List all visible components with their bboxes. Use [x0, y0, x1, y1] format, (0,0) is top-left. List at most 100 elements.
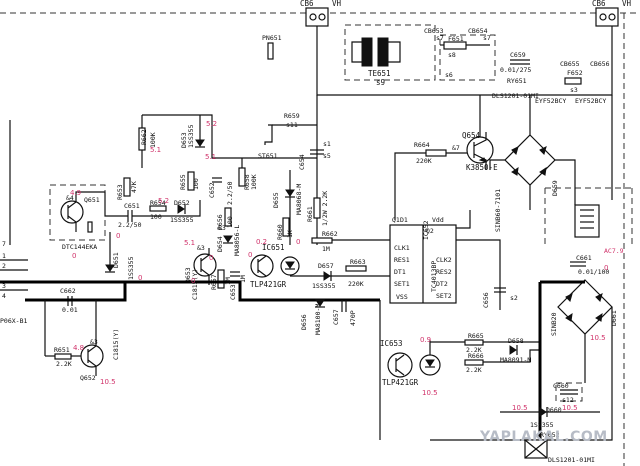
voltage-v0g: 0 [138, 274, 142, 282]
d653-part: 1SS355 [187, 124, 195, 148]
ic653-part: TLP421GR [382, 378, 419, 387]
ic652-pin-res1: RES1 [394, 256, 410, 264]
pin-2: 2 [2, 262, 6, 270]
resistor-r651: R651 2.2K [44, 300, 83, 368]
d657-part: 1SS355 [312, 282, 336, 290]
ic652-vdd: Vdd [432, 216, 444, 224]
d653-label: D653 [180, 132, 188, 148]
d656-part: MA8100-M [314, 304, 322, 335]
d658-part: MA8091-M [500, 356, 531, 364]
r666-label: R666 [468, 352, 484, 360]
ic652-pin-dt2: DT2 [436, 280, 448, 288]
q651-pin: &4 [66, 194, 74, 202]
pn651-label: PN651 [262, 34, 282, 42]
diode-d658: D658 MA8091-M [500, 337, 531, 364]
r662b-value: 1M [322, 245, 330, 253]
capacitor-c654: C654 s1 s5 [298, 140, 331, 170]
voltage-v51b: 5.1 [150, 146, 161, 154]
q654-part: K3850-E [466, 163, 498, 172]
resistor-r662: R662 100K [138, 115, 157, 168]
r661-value: 1/2W 2.2K [321, 191, 329, 226]
q651-collector-wire [75, 191, 128, 217]
voltage-v0f: 0 [248, 251, 252, 259]
resistor-r663: R663 220K [345, 258, 367, 288]
voltage-v09: 0.9 [420, 336, 431, 344]
voltage-v105c: 10.5 [590, 334, 606, 342]
pin-3: 3 [2, 282, 6, 290]
c660-label: C660 [553, 382, 569, 390]
connector-right: CB6 VH [592, 0, 632, 27]
resistor-r660: R660 1K [276, 217, 294, 240]
pin-pn651: PN651 [262, 34, 282, 60]
capacitor-c657: C657 470P [332, 300, 357, 326]
r653-label: R653 [116, 184, 124, 200]
f651-label: F651 [448, 35, 464, 43]
diode-d654: D654 MA8056-L &3 [216, 224, 241, 256]
q651-label: Q651 [84, 196, 100, 204]
r658-value: 100K [250, 174, 258, 190]
pin-7: 7 [2, 240, 6, 248]
capacitor-c661: C661 0.01/100 [570, 254, 609, 276]
d654-part: MA8056-L [233, 225, 241, 256]
resistor-r658: R658 100K [238, 158, 258, 190]
voltage-v0d: 0 [209, 254, 213, 262]
eyf-b: EYF52BCY [575, 97, 606, 105]
transformer-ref: TE651 [368, 69, 391, 78]
relay-ry651: C659 0.01/275 RY651 DLS1201-01MI F652 CB… [492, 51, 610, 105]
cb653-label: CB653 [424, 27, 444, 35]
ground-bus-a [0, 280, 380, 302]
c656-label: C656 [482, 292, 490, 308]
r665-label: R665 [468, 332, 484, 340]
ic652-part: TC4013BP [430, 261, 438, 292]
r663-label: R663 [350, 258, 366, 266]
ic652-d1: D1 [400, 216, 408, 224]
q653-label: Q653 [184, 267, 192, 283]
d651-part: 1SS355 [127, 256, 135, 280]
p06-label: P06X-B1 [0, 317, 27, 325]
r656-value: 100 [226, 216, 234, 228]
capacitor-c656: C656 s2 [482, 287, 518, 308]
voltage-v0h: 0 [604, 264, 608, 272]
r654-value: 100 [150, 213, 162, 221]
d652-part: 1SS355 [170, 216, 194, 224]
r664-label: R664 [414, 141, 430, 149]
ic652-q2: Q2 [426, 227, 434, 235]
d656-label: D656 [300, 314, 308, 330]
voltage-v0c: 0 [191, 277, 195, 285]
voltage-v105e: 10.5 [562, 404, 578, 412]
st651-label: ST651 [258, 152, 278, 160]
q652-pin: &3 [90, 338, 98, 346]
q652-part: C1815(Y) [112, 329, 120, 360]
bridge-d659: SINB60-7101 D659 [489, 95, 576, 232]
ic652-pin-dt1: DT1 [394, 268, 406, 276]
voltage-v48: 4.8 [73, 344, 84, 352]
ic652-q1: Q1 [392, 216, 400, 224]
c657-label: C657 [332, 309, 340, 325]
connector-right-label: CB6 [592, 0, 606, 8]
d652-label: D652 [174, 199, 190, 207]
r666-out [483, 349, 540, 363]
fuse-f651: CB653 CB654 s7 s7 F651 s8 s6 [424, 27, 491, 79]
r658-label: R658 [243, 174, 251, 190]
d660-label: D660 [546, 406, 562, 414]
cb653-pin: s7 [436, 34, 444, 42]
capacitor-c652: C652 2.2/50 [208, 177, 234, 205]
capacitor-c653: C653 1M [229, 271, 247, 300]
r662b-label: R662 [322, 230, 338, 238]
resistor-r666: R666 2.2K [464, 352, 484, 374]
c651-value: 2.2/50 [118, 221, 142, 229]
diode-d652: D652 1SS355 [170, 199, 194, 224]
r660-label: R660 [276, 224, 284, 240]
voltage-v49: 4.9 [70, 189, 81, 197]
bottom-return [430, 307, 613, 441]
c656-pin: s2 [510, 294, 518, 302]
pin-4: 4 [2, 292, 6, 300]
voltage-v0e: 0 [296, 238, 300, 246]
optocoupler-ic653: IC653 TLP421GR [379, 300, 441, 440]
d654-label: D654 [216, 236, 224, 252]
r651-value: 2.2K [56, 360, 72, 368]
r660-value: 1K [286, 230, 294, 238]
transistor-q653: &3 Q653 C1815(Y) [184, 244, 217, 300]
c654-pin-s1: s1 [323, 140, 331, 148]
cb654-label: CB654 [468, 27, 488, 35]
